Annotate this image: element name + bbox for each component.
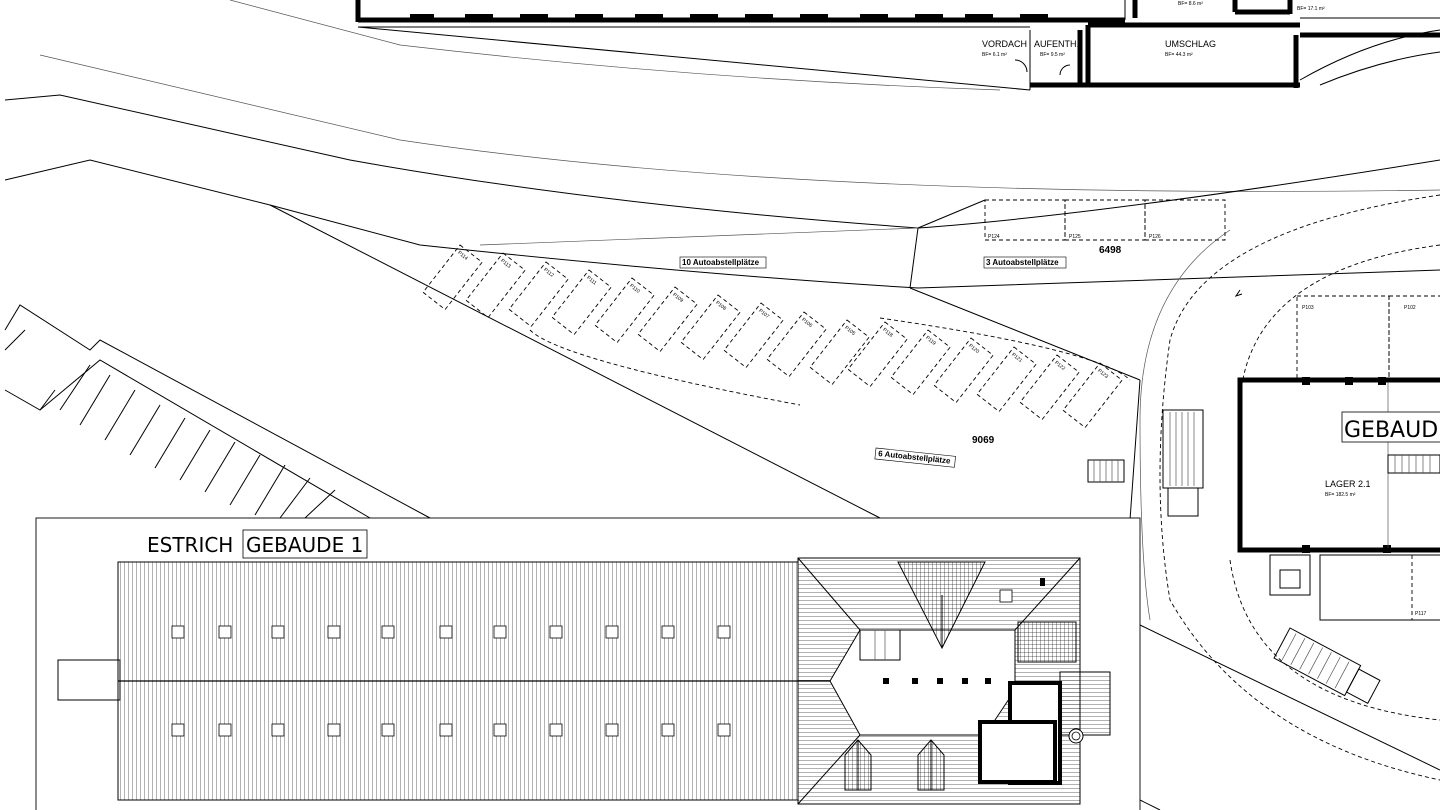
parking-label-box (983, 256, 1067, 269)
parking-space: P112 (508, 261, 569, 328)
building-1-roof-plan: ESTRICH GEBAUDE 1 (35, 517, 1141, 810)
ridge-points (883, 678, 991, 684)
trailer-symbol (1273, 627, 1381, 704)
parking-space: P122 (1019, 354, 1080, 421)
parking-space: P121 (976, 346, 1037, 413)
parking-space: P105 (809, 319, 870, 386)
parking-space: P110 (594, 277, 655, 344)
parking-space: P114 (422, 244, 483, 311)
parking-space-label: P109 (671, 292, 684, 304)
dormer (917, 739, 945, 791)
building-1-level: ESTRICH (147, 533, 233, 557)
parking-space-label: P110 (628, 283, 641, 295)
building-2: P103 P102 GEBAUDE LAGER 2.1 BF= 182.5 m²… (1237, 295, 1440, 621)
building-name-box (1341, 411, 1440, 443)
road-lines (4, 0, 1440, 810)
parking-label-box (874, 447, 956, 468)
parcel-number-north: 6498 (1099, 245, 1122, 256)
room-area-aufenth: BF= 9.5 m² (1040, 52, 1065, 58)
parking-space: P107 (723, 302, 784, 369)
left-parking-strip (4, 304, 431, 519)
parking-space: P120 (933, 337, 994, 404)
parking-space-label: P102 (1404, 305, 1416, 311)
parking-space: P111 (551, 269, 612, 336)
room-name-vordach: VORDACH (982, 39, 1027, 49)
parking-space: P108 (680, 294, 741, 361)
parking-space: P109 (637, 286, 698, 353)
room-name-umschlag: UMSCHLAG (1165, 39, 1216, 49)
north-building: VORDACH BF= 6.1 m² AUFENTH. BF= 9.5 m² U… (355, 0, 1440, 91)
parking-space-label: P105 (843, 325, 856, 337)
building-name-box (242, 529, 368, 559)
parking-space-label: P124 (988, 234, 1000, 240)
parking-space-label: P118 (881, 327, 894, 339)
interior-stairs (1387, 454, 1440, 474)
parking-space-label: P117 (1415, 611, 1427, 617)
parking-group-10: P114 P113 P112 P111 P110 P109 P108 P107 (422, 244, 870, 386)
room-name-lager: LAGER 2.1 (1325, 479, 1371, 489)
parking-space-label: P120 (967, 343, 980, 355)
room-area-top-a: BF= 8.6 m² (1178, 1, 1203, 7)
parking-space-label: P113 (499, 258, 512, 270)
parking-group-3: P124 P125 P126 3 Autoabstellplätze 6498 (983, 199, 1226, 269)
parcel-number-south: 9069 (972, 435, 995, 446)
parking-space-label: P108 (714, 300, 727, 312)
room-area-vordach: BF= 6.1 m² (982, 52, 1007, 58)
parking-space (1411, 554, 1440, 621)
parking-space-label: P111 (585, 275, 597, 287)
parking-space-label: P107 (757, 308, 770, 320)
parking-space-label: P126 (1149, 234, 1161, 240)
parking-space-label: P119 (924, 335, 937, 347)
parking-space: P113 (465, 252, 526, 319)
roof-skylights (171, 625, 731, 737)
parking-space-label: P123 (1096, 368, 1109, 380)
room-area-lager: BF= 182.5 m² (1325, 492, 1356, 498)
parking-space-label: P121 (1010, 352, 1023, 364)
parking-space-label: P122 (1053, 360, 1066, 372)
parking-space-label: P125 (1069, 234, 1081, 240)
room-area-top-b: BF= 17.1 m² (1297, 6, 1325, 12)
exterior-stairs (1087, 459, 1125, 483)
parking-space: P123 (1062, 362, 1123, 429)
parking-space-label: P112 (542, 267, 555, 279)
parking-space-label: P114 (456, 250, 469, 262)
building-1-name: GEBAUDE 1 (246, 533, 363, 557)
truck-symbol (1162, 409, 1204, 517)
parking-space: P118 (847, 321, 908, 388)
parking-space-label: P106 (800, 317, 813, 329)
parking-group-3-label: 3 Autoabstellplätze (986, 258, 1059, 267)
room-name-aufenth: AUFENTH. (1034, 39, 1079, 49)
dormer (844, 739, 872, 791)
room-area-umschlag: BF= 44.3 m² (1165, 52, 1193, 58)
north-building-wall-blocks (410, 14, 1048, 22)
parking-label-box (679, 256, 767, 269)
parking-space: P106 (766, 311, 827, 378)
parking-space: P119 (890, 329, 951, 396)
parking-space (1144, 199, 1226, 241)
parking-group-10-label: 10 Autoabstellplätze (682, 258, 760, 267)
building-2-name: GEBAUDE (1344, 418, 1440, 443)
parking-space-label: P103 (1302, 305, 1314, 311)
